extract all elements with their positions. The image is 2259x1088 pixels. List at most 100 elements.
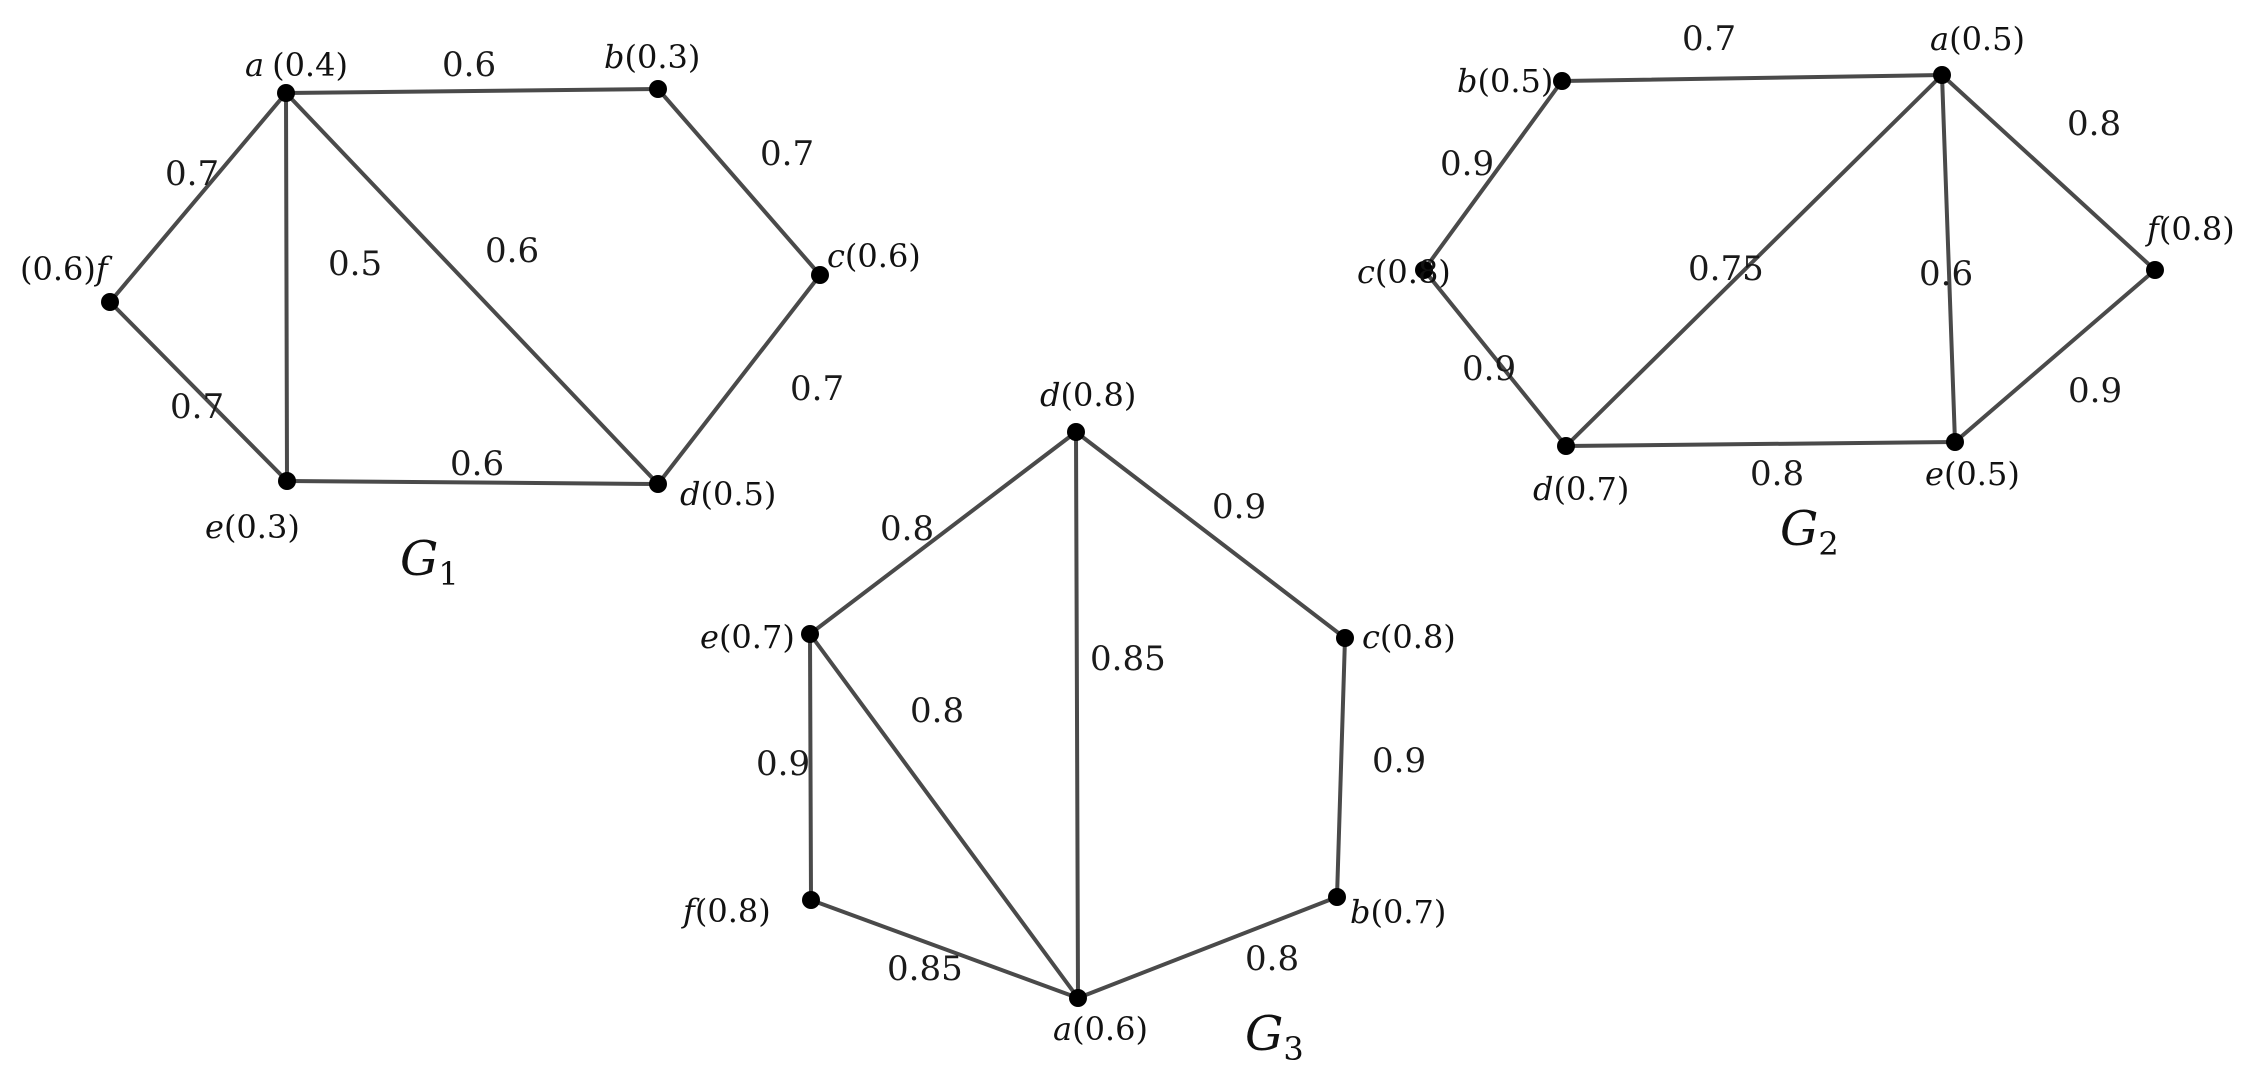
vertex-label-d: d(0.5) (680, 475, 776, 513)
edge-weight-e-a: 0.8 (910, 691, 964, 731)
vertex-value-a: (0.6) (1072, 1010, 1148, 1048)
edge-weight-f-e: 0.9 (2068, 371, 2122, 411)
edge-c-d (656, 273, 822, 486)
vertex-name-d: d (1040, 376, 1060, 414)
vertex-value-a: (0.4) (272, 46, 348, 84)
edge-weight-c-d: 0.7 (790, 369, 844, 409)
graph-title-g3: G3 (1245, 1006, 1304, 1068)
vertex-value-d: (0.7) (1553, 470, 1629, 508)
edge-c-d (1422, 268, 1568, 448)
edge-d-c (1074, 430, 1347, 640)
edge-e-a (808, 632, 1080, 1000)
vertex-value-b: (0.7) (1370, 893, 1446, 931)
edge-weight-a-e: 0.6 (1919, 254, 1973, 294)
graph-title-g2: G2 (1780, 501, 1839, 563)
vertex-e (801, 625, 819, 643)
vertex-label-e: e(0.5) (1925, 455, 2020, 493)
vertex-d (649, 475, 667, 493)
edge-b-a (1076, 895, 1339, 1000)
vertex-b (649, 80, 667, 98)
vertex-f (101, 293, 119, 311)
edge-b-c (656, 87, 822, 277)
edge-a-e (1940, 73, 1957, 444)
vertex-e (278, 472, 296, 490)
vertex-name-c: c (1357, 253, 1375, 291)
vertex-value-c: (0.8) (1375, 253, 1451, 291)
edge-f-e (108, 300, 289, 483)
edge-weight-a-f: 0.7 (165, 154, 219, 194)
vertex-value-b: (0.3) (624, 38, 700, 76)
edge-weight-b-a: 0.7 (1682, 19, 1736, 59)
vertex-name-e: e (700, 618, 719, 656)
edge-weight-d-e: 0.8 (880, 509, 934, 549)
vertex-label-b: b(0.5) (1457, 62, 1553, 100)
vertex-value-f: (0.8) (695, 892, 771, 930)
edge-d-e (808, 430, 1078, 636)
vertex-name-a: a (245, 46, 264, 84)
edge-weight-d-c: 0.9 (1212, 487, 1266, 527)
edge-weight-a-b: 0.6 (442, 45, 496, 85)
vertex-name-b: b (1457, 62, 1477, 100)
edge-d-e (1564, 440, 1957, 448)
edge-a-f (1940, 73, 2157, 272)
edge-c-b (1335, 636, 1347, 899)
edge-weight-f-e: 0.7 (170, 387, 224, 427)
vertex-name-b: b (604, 38, 624, 76)
vertex-a (277, 84, 295, 102)
vertex-value-b: (0.5) (1477, 62, 1553, 100)
vertex-name-d: d (680, 475, 700, 513)
edge-e-d (285, 479, 660, 486)
graph-g1: 0.60.70.70.60.50.70.70.6a (0.4)b(0.3)c(0… (20, 38, 921, 593)
vertex-d (1557, 437, 1575, 455)
vertex-d (1067, 423, 1085, 441)
edge-a-d (1564, 73, 1944, 448)
vertex-value-e: (0.5) (1944, 455, 2020, 493)
edge-weight-d-e: 0.8 (1750, 454, 1804, 494)
vertex-value-f: (0.6) (20, 250, 96, 288)
vertex-name-a: a (1053, 1010, 1072, 1048)
edge-a-e (284, 91, 289, 483)
vertex-c (811, 266, 829, 284)
vertex-label-b: b(0.7) (1350, 893, 1446, 931)
vertex-value-f: (0.8) (2159, 210, 2235, 248)
edge-weight-a-d: 0.75 (1688, 249, 1764, 289)
edge-weight-a-f: 0.8 (2067, 104, 2121, 144)
vertex-a (1069, 989, 1087, 1007)
vertex-label-f: f(0.8) (681, 892, 771, 930)
vertex-a (1933, 66, 1951, 84)
edge-weight-b-c: 0.7 (760, 134, 814, 174)
vertex-label-f: (0.6)f (20, 250, 113, 288)
vertex-name-f: f (94, 250, 113, 288)
vertex-label-c: c(0.8) (1362, 618, 1456, 656)
edge-weight-c-d: 0.9 (1462, 349, 1516, 389)
edge-d-a (1074, 430, 1080, 1000)
vertex-label-a: a(0.5) (1930, 20, 2025, 58)
edge-b-c (1422, 79, 1564, 272)
graph-title-g1: G1 (400, 531, 459, 593)
vertex-value-d: (0.5) (700, 475, 776, 513)
vertex-f (2146, 261, 2164, 279)
edge-a-d (284, 91, 660, 486)
edge-weight-b-c: 0.9 (1440, 144, 1494, 184)
vertex-label-c: c(0.8) (1357, 253, 1451, 291)
vertex-label-b: b(0.3) (604, 38, 700, 76)
edge-weight-c-b: 0.9 (1372, 741, 1426, 781)
edge-weight-d-a: 0.85 (1090, 639, 1166, 679)
vertex-b (1328, 888, 1346, 906)
vertex-name-d: d (1533, 470, 1553, 508)
vertex-value-c: (0.8) (1380, 618, 1456, 656)
edge-f-e (1953, 268, 2157, 444)
edge-weight-e-d: 0.6 (450, 444, 504, 484)
vertex-value-d: (0.8) (1060, 376, 1136, 414)
vertex-value-a: (0.5) (1949, 20, 2025, 58)
vertex-label-f: f(0.8) (2145, 210, 2235, 248)
vertex-name-a: a (1930, 20, 1949, 58)
vertex-label-e: e(0.7) (700, 618, 795, 656)
vertex-label-d: d(0.7) (1533, 470, 1629, 508)
vertex-value-e: (0.3) (224, 508, 300, 546)
vertex-e (1946, 433, 1964, 451)
vertex-b (1553, 72, 1571, 90)
